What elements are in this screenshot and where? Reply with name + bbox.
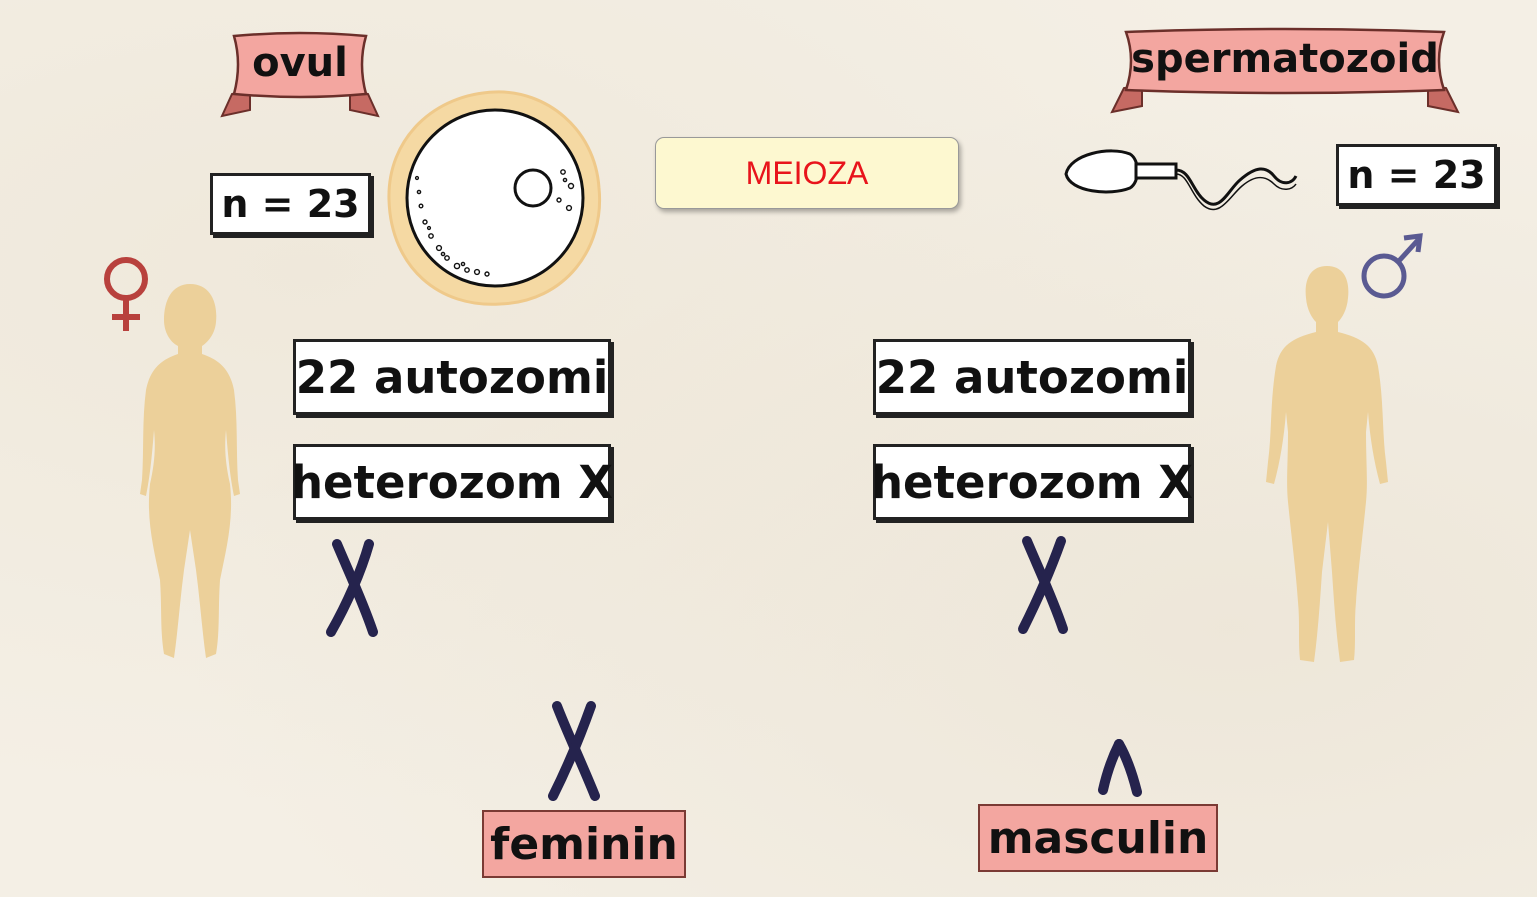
egg-cell-illustration [385,88,605,308]
offspring-female-x-chromosome [545,700,605,802]
spermatozoid-label: spermatozoid [1131,36,1439,82]
ovul-banner-ribbon [220,31,380,118]
female-autosomes-box: 22 autozomi [293,339,611,415]
male-silhouette [1262,262,1392,667]
sperm-cell-illustration [1060,140,1300,215]
female-heterosome-box: heterozom X [291,444,613,520]
male-x-chromosome [1015,535,1075,635]
meioza-box: MEIOZA [655,137,959,209]
sperm-cell-svg [1064,149,1298,211]
male-silhouette-svg [1266,266,1388,662]
female-x-chromosome-svg [326,539,378,637]
male-heterosome-box: heterozom X [871,444,1193,520]
ovul-label: ovul [252,40,348,86]
male-x-chromosome-svg [1018,536,1068,634]
spermatozoid-banner-ribbon [1110,27,1460,114]
female-silhouette [130,280,250,665]
offspring-y-chromosome [1095,736,1145,798]
ovul-banner: ovul [220,30,380,118]
offspring-female-x-chromosome-svg [548,701,600,801]
spermatozoid-banner: spermatozoid [1110,27,1460,114]
female-symbol-svg [104,257,148,331]
egg-cell-svg [387,90,602,306]
male-n-box: n = 23 [1336,144,1497,206]
male-autosomes-box: 22 autozomi [873,339,1191,415]
male-symbol [1358,232,1424,302]
male-symbol-svg [1361,233,1423,299]
female-silhouette-svg [140,284,240,658]
feminin-label: feminin [482,810,686,878]
female-symbol [100,255,152,335]
female-n-box: n = 23 [210,173,371,235]
female-x-chromosome [325,538,385,638]
offspring-y-chromosome-svg [1098,739,1142,797]
masculin-label: masculin [978,804,1218,872]
